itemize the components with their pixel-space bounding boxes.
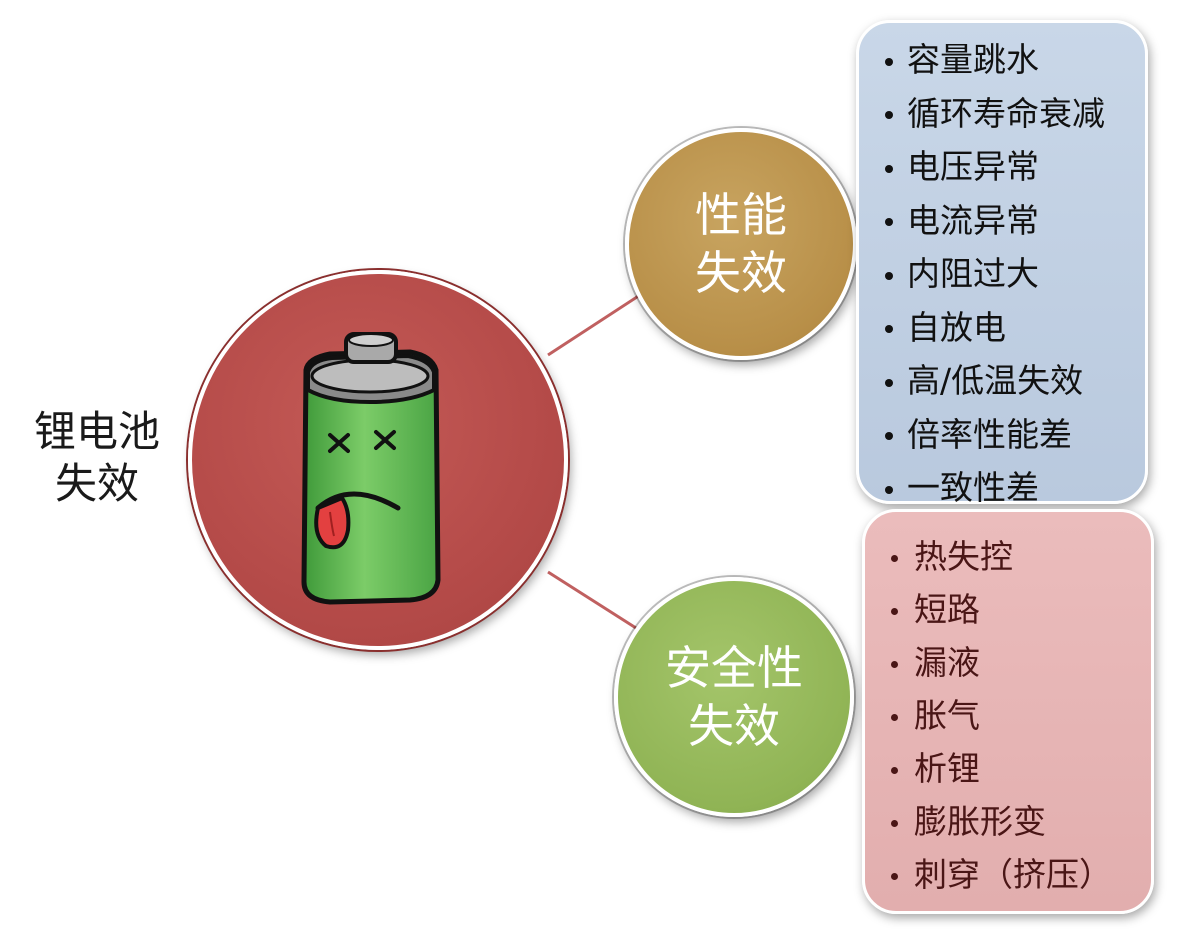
main-title: 锂电池 失效 bbox=[22, 406, 172, 510]
list-item: 内阻过大 bbox=[885, 247, 1145, 301]
list-item: 循环寿命衰减 bbox=[885, 87, 1145, 141]
connector-safety bbox=[547, 570, 637, 630]
main-title-line2: 失效 bbox=[54, 459, 139, 508]
x-eyes-icon bbox=[328, 430, 396, 453]
safety-title-line2: 失效 bbox=[688, 699, 780, 753]
safety-failure-list: 热失控 短路 漏液 胀气 析锂 膨胀形变 刺穿（挤压） bbox=[865, 512, 1151, 901]
safety-failure-list-box: 热失控 短路 漏液 胀气 析锂 膨胀形变 刺穿（挤压） bbox=[862, 509, 1154, 914]
list-item: 膨胀形变 bbox=[891, 795, 1151, 848]
list-item: 胀气 bbox=[891, 689, 1151, 742]
list-item: 高/低温失效 bbox=[885, 354, 1145, 408]
performance-title-line2: 失效 bbox=[695, 246, 787, 300]
list-item: 短路 bbox=[891, 583, 1151, 636]
performance-failure-node: 性能 失效 bbox=[625, 128, 857, 360]
list-item: 电压异常 bbox=[885, 140, 1145, 194]
list-item: 自放电 bbox=[885, 301, 1145, 355]
performance-failure-list: 容量跳水 循环寿命衰减 电压异常 电流异常 内阻过大 自放电 高/低温失效 倍率… bbox=[859, 23, 1145, 515]
main-title-line1: 锂电池 bbox=[33, 407, 160, 456]
performance-failure-list-box: 容量跳水 循环寿命衰减 电压异常 电流异常 内阻过大 自放电 高/低温失效 倍率… bbox=[856, 20, 1148, 507]
list-item: 刺穿（挤压） bbox=[891, 848, 1151, 901]
dead-battery-icon bbox=[301, 332, 441, 605]
list-item: 析锂 bbox=[891, 742, 1151, 795]
performance-title-line1: 性能 bbox=[695, 188, 787, 242]
list-item: 热失控 bbox=[891, 530, 1151, 583]
safety-title-line1: 安全性 bbox=[665, 641, 803, 695]
list-item: 倍率性能差 bbox=[885, 408, 1145, 462]
list-item: 一致性差 bbox=[885, 461, 1145, 515]
list-item: 漏液 bbox=[891, 636, 1151, 689]
list-item: 容量跳水 bbox=[885, 33, 1145, 87]
connector-performance bbox=[547, 293, 641, 357]
list-item: 电流异常 bbox=[885, 194, 1145, 248]
safety-failure-node: 安全性 失效 bbox=[614, 577, 854, 817]
